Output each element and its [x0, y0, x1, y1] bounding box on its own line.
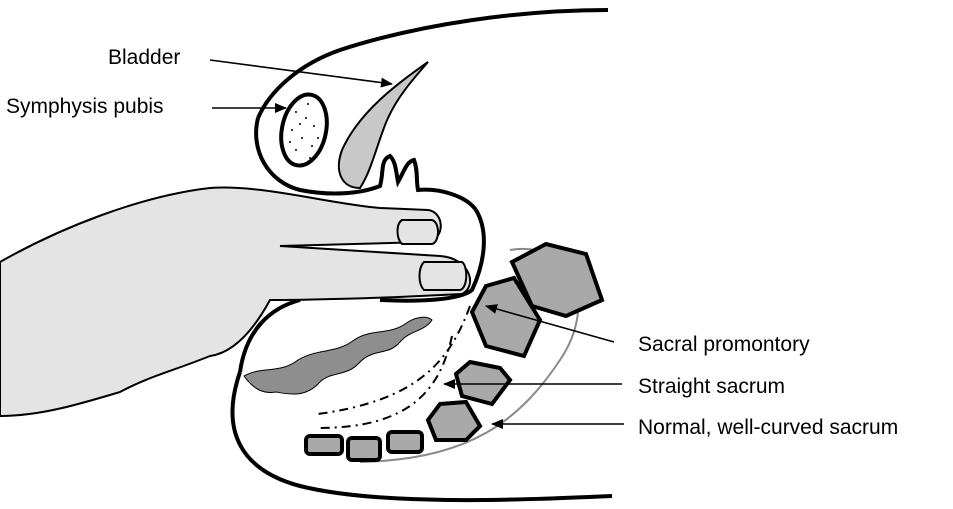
rectum-shape [244, 317, 432, 394]
label-symphysis-pubis: Symphysis pubis [6, 95, 164, 118]
label-sacral-promontory: Sacral promontory [638, 333, 810, 356]
coccyx-segment-1 [388, 432, 422, 452]
coccyx-segments [306, 432, 422, 460]
label-bladder: Bladder [108, 46, 180, 69]
coccyx-segment-3 [306, 436, 342, 454]
vertebra-s4 [428, 402, 480, 440]
hand-fingernail-upper [398, 220, 439, 244]
hand-fingernail-lower [420, 262, 467, 290]
symphysis-pubis-bone [275, 90, 333, 170]
label-normal-sacrum: Normal, well-curved sacrum [638, 416, 898, 439]
bladder-arrow [210, 60, 392, 84]
vertebra-s3 [456, 362, 510, 404]
label-straight-sacrum: Straight sacrum [638, 375, 785, 398]
coccyx-segment-2 [348, 438, 380, 460]
